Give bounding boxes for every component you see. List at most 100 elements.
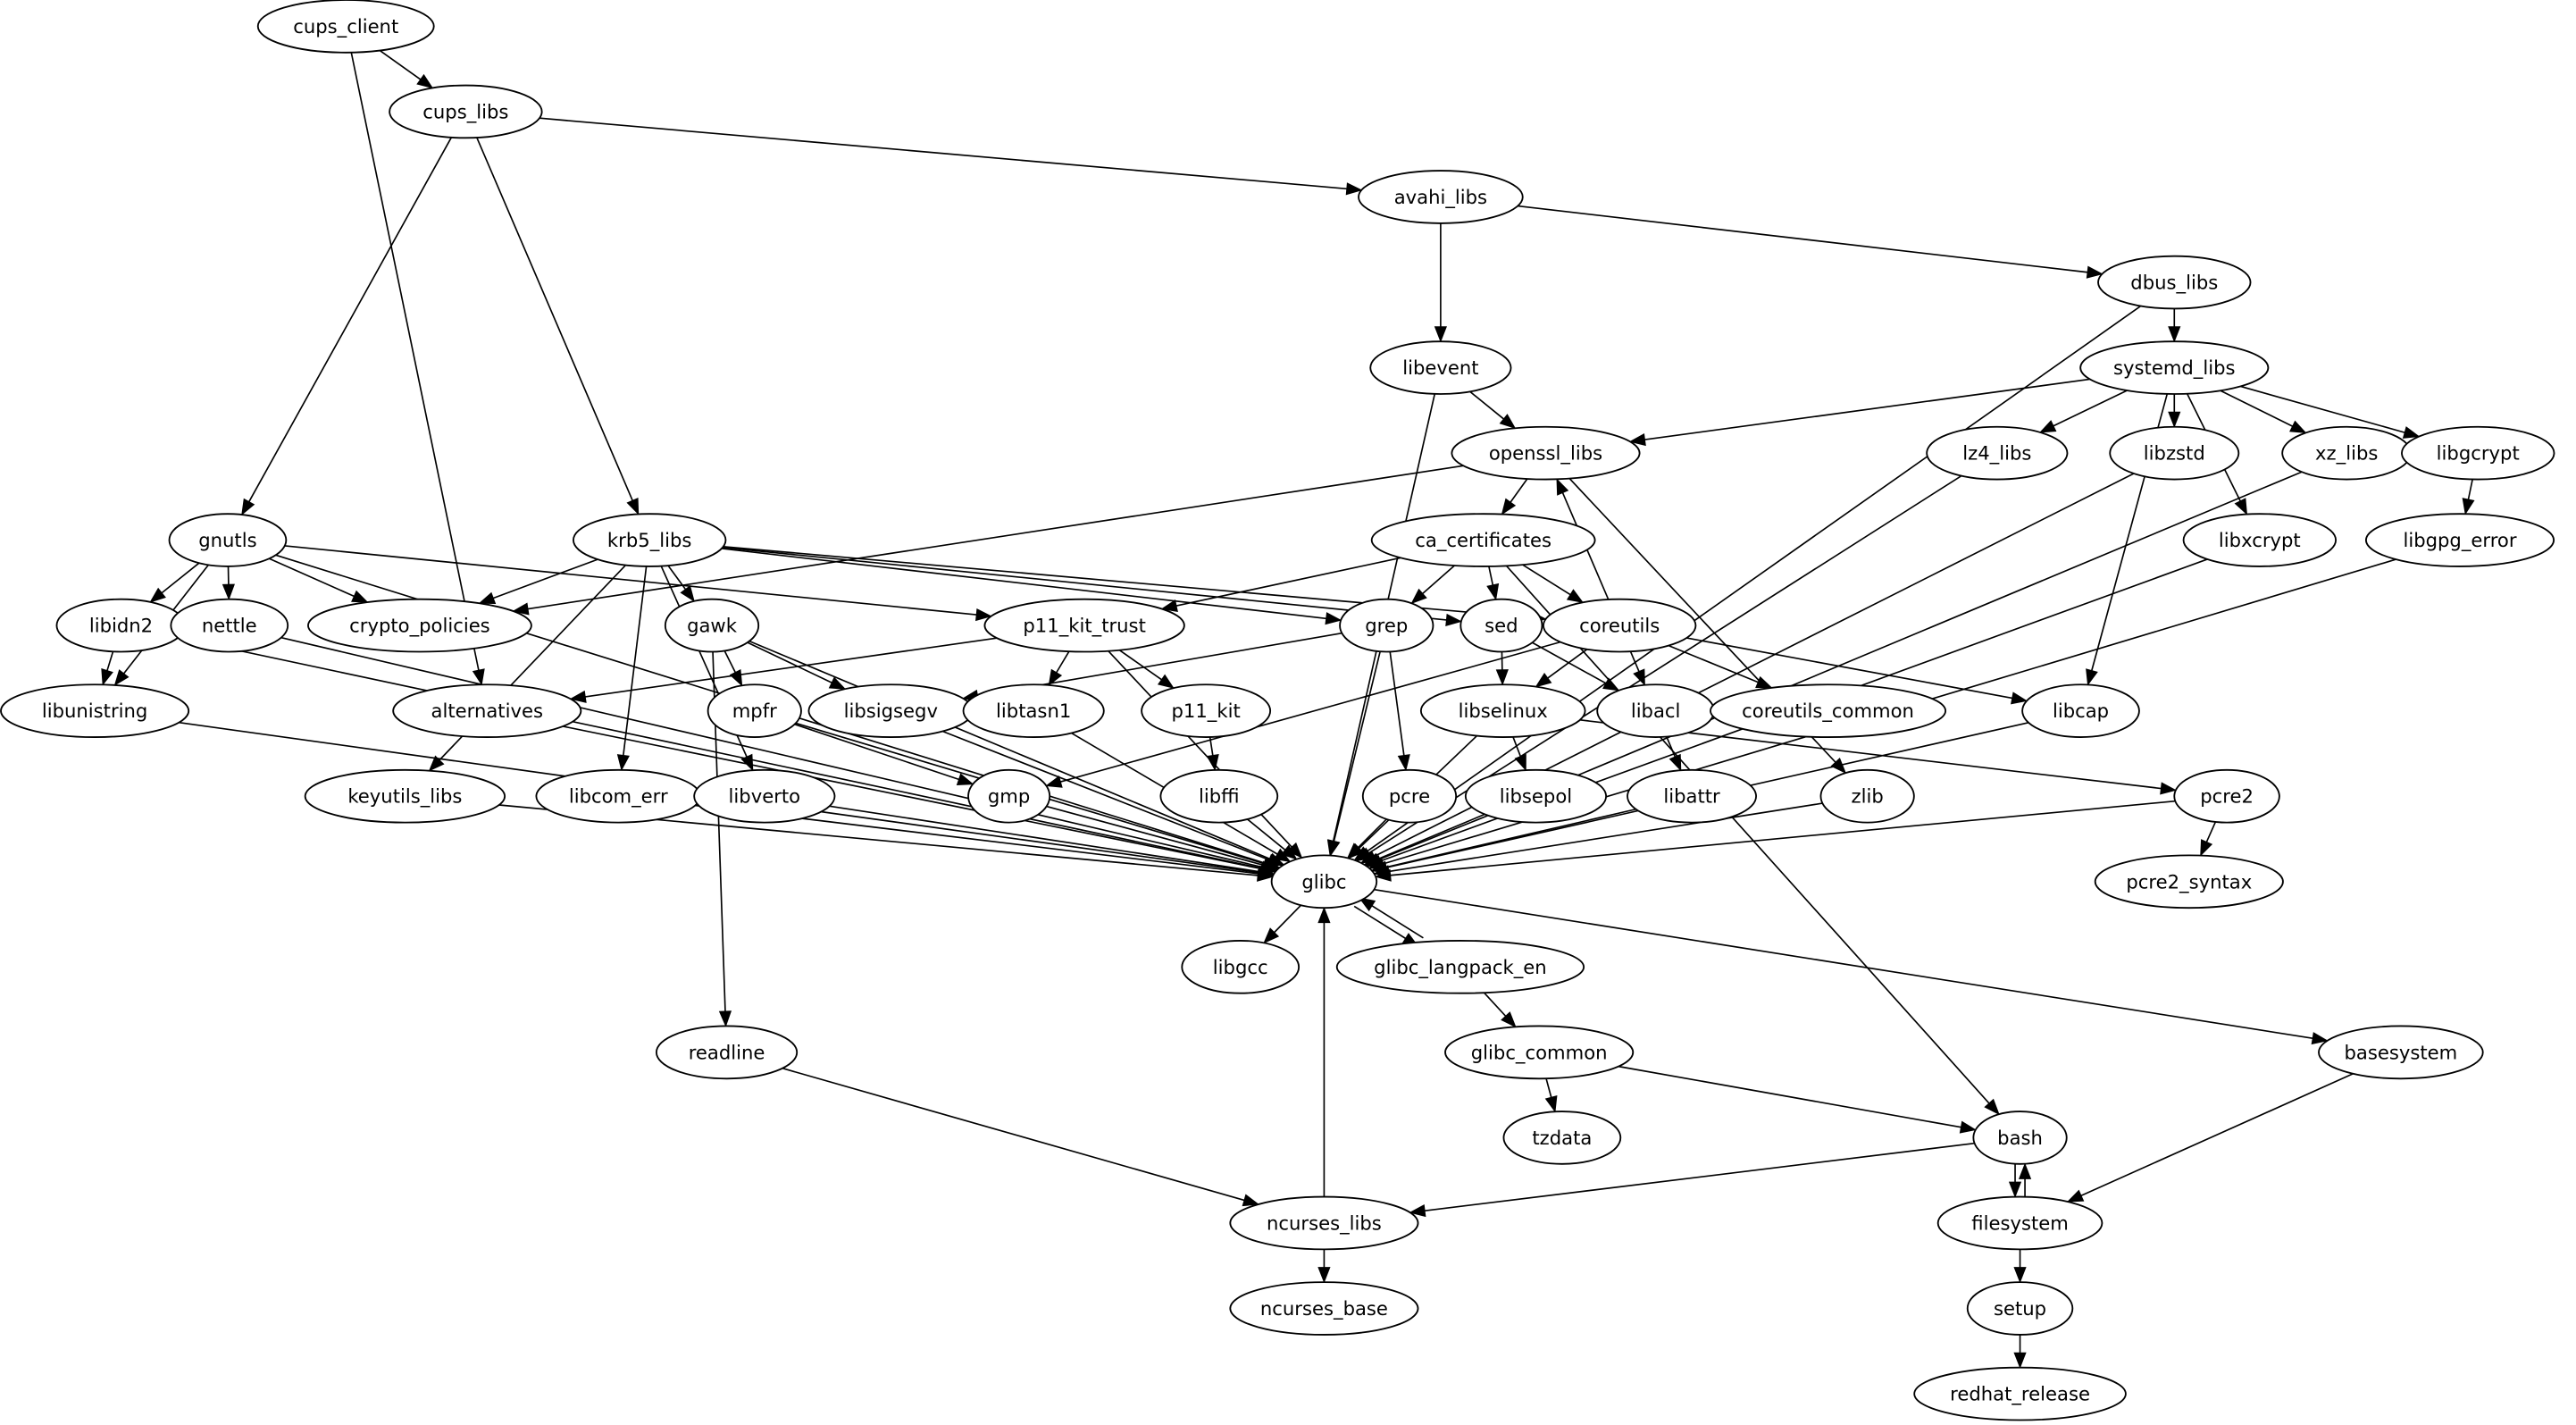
node-libverto[interactable]: libverto (693, 768, 836, 824)
node-zlib[interactable]: zlib (1819, 768, 1915, 824)
node-libgcc[interactable]: libgcc (1181, 940, 1301, 994)
edge-p11_kit_trust-to-libtasn1 (1048, 650, 1070, 687)
node-glibc-langpack-en[interactable]: glibc_langpack_en (1335, 940, 1585, 994)
edge-line (1483, 992, 1507, 1017)
node-label: libattr (1663, 785, 1720, 808)
node-crypto-policies[interactable]: crypto_policies (307, 598, 532, 653)
node-libevent[interactable]: libevent (1369, 340, 1512, 395)
edge-glibc_common-to-bash (1618, 1065, 1978, 1134)
node-bash[interactable]: bash (1972, 1111, 2068, 1165)
node-shape (664, 598, 760, 653)
node-krb5-libs[interactable]: krb5_libs (573, 513, 727, 567)
arrowhead-icon (2066, 1189, 2085, 1203)
node-basesystem[interactable]: basesystem (2318, 1025, 2484, 1080)
node-label: p11_kit (1171, 700, 1240, 723)
arrowhead-icon (1628, 433, 1646, 447)
edge-line (1209, 736, 1214, 756)
node-alternatives[interactable]: alternatives (392, 683, 582, 738)
node-pcre2[interactable]: pcre2 (2173, 768, 2280, 824)
node-readline[interactable]: readline (655, 1025, 799, 1080)
node-libgpg-error[interactable]: libgpg_error (2364, 513, 2555, 567)
node-libgcrypt[interactable]: libgcrypt (2401, 425, 2555, 481)
node-libsigsegv[interactable]: libsigsegv (807, 683, 974, 738)
edge-line (1518, 205, 2088, 273)
node-coreutils[interactable]: coreutils (1543, 598, 1697, 653)
arrowhead-icon (1434, 326, 1447, 343)
node-label: ncurses_libs (1267, 1211, 1382, 1235)
node-grep[interactable]: grep (1339, 598, 1434, 653)
node-pcre2-syntax[interactable]: pcre2_syntax (2094, 854, 2284, 909)
node-setup[interactable]: setup (1966, 1281, 2074, 1336)
node-mpfr[interactable]: mpfr (707, 683, 802, 738)
node-nettle[interactable]: nettle (170, 598, 289, 653)
edge-line (493, 558, 598, 599)
node-gnutls[interactable]: gnutls (168, 513, 288, 567)
node-openssl-libs[interactable]: openssl_libs (1451, 425, 1641, 481)
arrowhead-icon (1669, 753, 1682, 772)
node-libselinux[interactable]: libselinux (1419, 683, 1586, 738)
node-shape (1229, 1281, 1419, 1336)
node-cups-client[interactable]: cups_client (256, 0, 435, 54)
node-label: nettle (202, 615, 257, 637)
node-libcap[interactable]: libcap (2021, 683, 2140, 738)
node-tzdata[interactable]: tzdata (1502, 1111, 1622, 1165)
arrowhead-icon (1242, 1194, 1260, 1207)
node-libzstd[interactable]: libzstd (2109, 425, 2240, 481)
node-libffi[interactable]: libffi (1159, 768, 1279, 824)
node-lz4-libs[interactable]: lz4_libs (1926, 425, 2069, 481)
node-dbus-libs[interactable]: dbus_libs (2097, 255, 2252, 310)
node-libunistring[interactable]: libunistring (0, 683, 190, 738)
arrowhead-icon (2013, 1267, 2027, 1284)
node-systemd-libs[interactable]: systemd_libs (2079, 340, 2270, 395)
edge-glibc-to-glibc_langpack_en (1353, 905, 1419, 947)
node-label: gmp (988, 785, 1030, 808)
node-libidn2[interactable]: libidn2 (55, 598, 187, 653)
node-shape (1361, 768, 1458, 824)
node-glibc-common[interactable]: glibc_common (1444, 1025, 1635, 1080)
edge-gnutls-to-libidn2 (149, 562, 200, 603)
arrowhead-icon (718, 1010, 732, 1027)
arrowhead-icon (1544, 1094, 1558, 1113)
node-libxcrypt[interactable]: libxcrypt (2182, 513, 2338, 567)
node-shape (1370, 513, 1596, 567)
node-shape (304, 768, 506, 824)
node-cups-libs[interactable]: cups_libs (389, 84, 543, 139)
node-coreutils-common[interactable]: coreutils_common (1710, 683, 1947, 738)
edge-line (1618, 1065, 1961, 1128)
node-xz-libs[interactable]: xz_libs (2281, 425, 2413, 481)
edge-line (747, 641, 832, 683)
node-shape (2318, 1025, 2484, 1080)
node-ncurses-libs[interactable]: ncurses_libs (1229, 1195, 1419, 1251)
edge-dbus_libs-to-systemd_libs (2168, 308, 2181, 343)
node-shape (2173, 768, 2280, 824)
node-gmp[interactable]: gmp (967, 768, 1051, 824)
arrowhead-icon (1317, 1267, 1331, 1284)
edge-line (1390, 800, 2176, 876)
node-filesystem[interactable]: filesystem (1936, 1195, 2103, 1251)
edge-nettle-to-glibc (280, 636, 1278, 874)
node-pcre[interactable]: pcre (1361, 768, 1458, 824)
node-avahi-libs[interactable]: avahi_libs (1358, 170, 1524, 224)
edge-cups_libs-to-gnutls (241, 137, 453, 516)
node-libcom-err[interactable]: libcom_err (535, 768, 702, 824)
node-sed[interactable]: sed (1459, 598, 1543, 653)
node-libsepol[interactable]: libsepol (1464, 768, 1608, 824)
node-ncurses-base[interactable]: ncurses_base (1229, 1281, 1419, 1336)
node-gawk[interactable]: gawk (664, 598, 760, 653)
node-redhat-release[interactable]: redhat_release (1913, 1366, 2127, 1421)
node-libacl[interactable]: libacl (1596, 683, 1715, 738)
edge-bash-to-filesystem (2008, 1163, 2022, 1198)
node-shape (1936, 1195, 2103, 1251)
edge-grep-to-glibc (1327, 651, 1381, 857)
node-shape (707, 683, 802, 738)
node-p11-kit[interactable]: p11_kit (1141, 683, 1272, 738)
arrowhead-icon (1397, 754, 1410, 772)
node-keyutils-libs[interactable]: keyutils_libs (304, 768, 506, 824)
node-glibc[interactable]: glibc (1270, 854, 1378, 909)
node-label: crypto_policies (349, 615, 490, 638)
node-libattr[interactable]: libattr (1627, 768, 1757, 824)
node-libtasn1[interactable]: libtasn1 (962, 683, 1105, 738)
node-p11-kit-trust[interactable]: p11_kit_trust (983, 598, 1185, 653)
node-ca-certificates[interactable]: ca_certificates (1370, 513, 1596, 567)
